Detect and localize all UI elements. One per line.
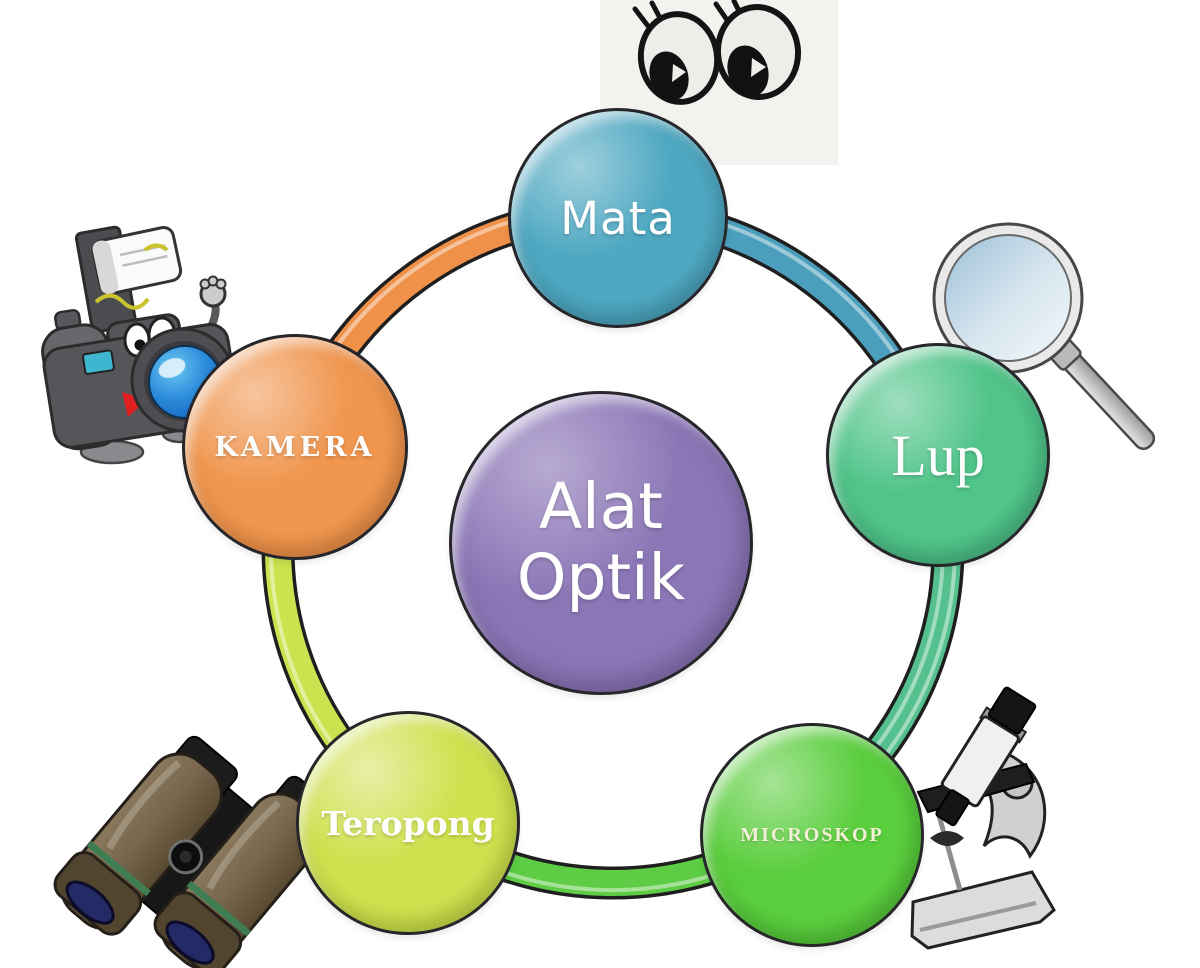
microscope-icon	[910, 686, 1056, 950]
center-label-line2: Optik	[516, 541, 686, 614]
node-mikroskop: MICROSKOP	[700, 723, 924, 947]
teropong-label: Teropong	[321, 803, 495, 843]
binoculars-icon	[53, 735, 338, 968]
node-kamera: KAMERA	[182, 334, 408, 560]
magnifying-glass-icon	[932, 222, 1156, 450]
mata-label: Mata	[560, 191, 676, 245]
lup-label: Lup	[891, 422, 985, 488]
node-lup: Lup	[826, 343, 1050, 567]
center-node-alat-optik: Alat Optik	[449, 391, 753, 695]
cartoon-eyes-icon	[632, 0, 802, 105]
node-mata: Mata	[508, 108, 728, 328]
center-label: Alat Optik	[517, 472, 685, 613]
node-teropong: Teropong	[296, 711, 520, 935]
mikroskop-label: MICROSKOP	[740, 823, 884, 846]
center-label-line1: Alat	[539, 470, 663, 544]
kamera-label: KAMERA	[214, 431, 376, 463]
